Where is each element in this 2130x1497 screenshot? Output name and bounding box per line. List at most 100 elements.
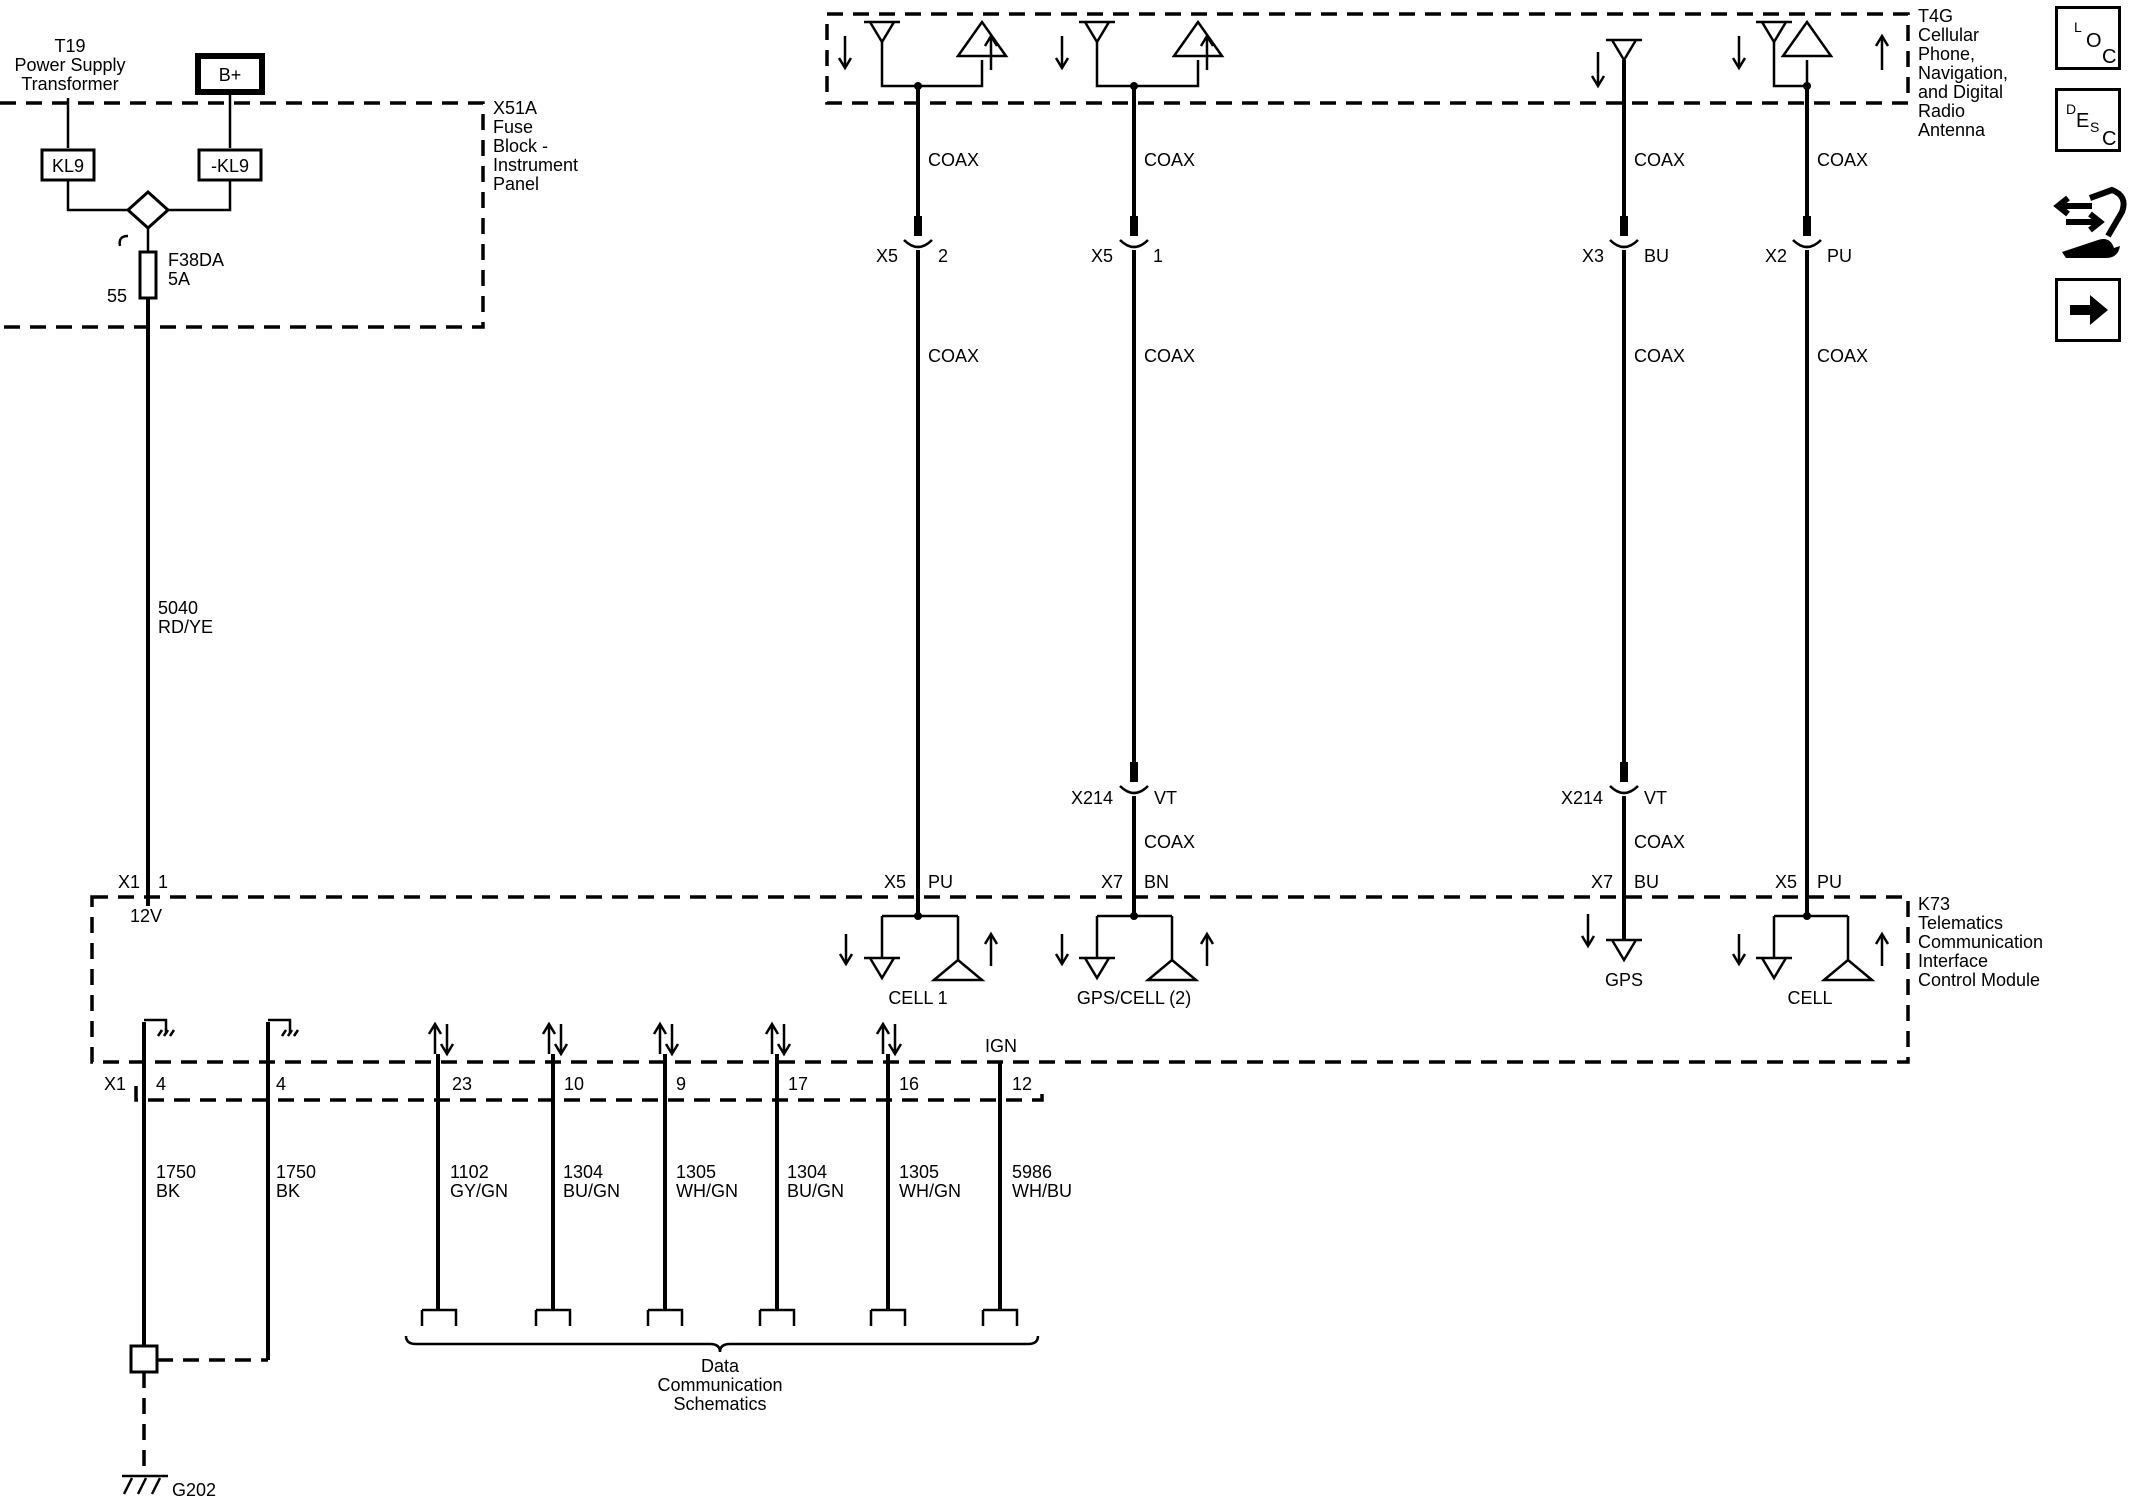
data-comm-link-1[interactable]: Data bbox=[701, 1356, 740, 1376]
data-pin-6: 12 bbox=[1012, 1074, 1032, 1094]
data-wire-5-color: WH/GN bbox=[899, 1181, 961, 1201]
transformer-label-3: Transformer bbox=[21, 74, 118, 94]
feed2-inline-conn: X214 bbox=[1071, 788, 1113, 808]
data-wire-1-color: GY/GN bbox=[450, 1181, 508, 1201]
coax-label-4b: COAX bbox=[1817, 346, 1868, 366]
power-voltage: 12V bbox=[130, 906, 162, 926]
loc-letter-l: L bbox=[2074, 19, 2082, 35]
data-comm-link-3[interactable]: Schematics bbox=[673, 1394, 766, 1414]
module-label-1: K73 bbox=[1918, 894, 1950, 914]
ign-label: IGN bbox=[985, 1036, 1017, 1056]
module-conn: X1 bbox=[104, 1074, 126, 1094]
ground2-pin: 4 bbox=[276, 1074, 286, 1094]
antenna-element-4 bbox=[1731, 19, 1890, 88]
data-comm-link-2[interactable]: Communication bbox=[657, 1375, 782, 1395]
feed3-conn-bottom: X7 bbox=[1591, 872, 1613, 892]
power-conn: X1 bbox=[118, 872, 140, 892]
module-label-2: Telematics bbox=[1918, 913, 2003, 933]
ground1-pin: 4 bbox=[156, 1074, 166, 1094]
data-wire-6-color: WH/BU bbox=[1012, 1181, 1072, 1201]
feed4-conn-top: X2 bbox=[1765, 246, 1787, 266]
gps-cell2-label: GPS/CELL (2) bbox=[1077, 988, 1191, 1008]
next-page-button[interactable] bbox=[2055, 278, 2121, 342]
fuse-block-label-3: Block - bbox=[493, 136, 548, 156]
ground-symbol-icon-1 bbox=[144, 1018, 176, 1037]
fuse-name: F38DA bbox=[168, 250, 224, 270]
antenna-label-7: Antenna bbox=[1918, 120, 1986, 140]
power-wire-color: RD/YE bbox=[158, 617, 213, 637]
fuse-block-outline bbox=[0, 101, 485, 329]
data-wire-4-number: 1304 bbox=[787, 1162, 827, 1182]
coax-feed-3 bbox=[1609, 60, 1639, 940]
coax-label-3b: COAX bbox=[1634, 346, 1685, 366]
desc-letter-e: E bbox=[2076, 110, 2090, 132]
coax-label-1b: COAX bbox=[928, 346, 979, 366]
feed3-inline-color: VT bbox=[1644, 788, 1667, 808]
data-wire-3-number: 1305 bbox=[676, 1162, 716, 1182]
connector-tools-icon[interactable] bbox=[2053, 186, 2127, 258]
feed2-conn-top: X5 bbox=[1091, 246, 1113, 266]
coax-label-2a: COAX bbox=[1144, 150, 1195, 170]
ground1-color: BK bbox=[156, 1181, 180, 1201]
kl9-box bbox=[40, 148, 96, 182]
fuse-rating: 5A bbox=[168, 269, 190, 289]
data-pin-3: 9 bbox=[676, 1074, 686, 1094]
antenna-label-4: Navigation, bbox=[1918, 63, 2008, 83]
kl9-neg-box bbox=[197, 148, 263, 182]
antenna-element-3 bbox=[1590, 38, 1642, 89]
feed4-conn-bottom: X5 bbox=[1775, 872, 1797, 892]
ground2-wire: 1750 bbox=[276, 1162, 316, 1182]
module-outline bbox=[90, 895, 1910, 1064]
fuse-arrow-icon bbox=[118, 234, 129, 247]
fuse-block-label-2: Fuse bbox=[493, 117, 533, 137]
fuse-symbol bbox=[138, 250, 158, 300]
data-arrows-icons bbox=[427, 1021, 903, 1057]
module-label-4: Interface bbox=[1918, 951, 1988, 971]
antenna-outline bbox=[825, 12, 1910, 105]
feed2-inline-color: VT bbox=[1154, 788, 1177, 808]
data-comm-brace bbox=[404, 1335, 1040, 1353]
feed2-pin-top: 1 bbox=[1153, 246, 1163, 266]
module-label-5: Control Module bbox=[1918, 970, 2040, 990]
transformer-label-2: Power Supply bbox=[14, 55, 125, 75]
splice-box bbox=[129, 1344, 159, 1374]
loc-letter-c: C bbox=[2102, 46, 2117, 68]
fuse-block-label-1: X51A bbox=[493, 98, 537, 118]
ground-point-label: G202 bbox=[172, 1480, 216, 1497]
diode-diamond bbox=[125, 189, 171, 231]
antenna-label-5: and Digital bbox=[1918, 82, 2003, 102]
cell1-receiver-icon bbox=[838, 914, 999, 982]
data-pin-5: 16 bbox=[899, 1074, 919, 1094]
gps-cell2-receiver-icon bbox=[1054, 914, 1215, 982]
power-pin: 1 bbox=[158, 872, 168, 892]
gps-receiver-icon bbox=[1580, 914, 1642, 963]
loc-letter-o: O bbox=[2086, 30, 2102, 52]
feed1-pin-top: 2 bbox=[938, 246, 948, 266]
feed2-color-bottom: BN bbox=[1144, 872, 1169, 892]
antenna-element-2 bbox=[1054, 19, 1225, 88]
antenna-element-1 bbox=[837, 19, 1009, 88]
data-wire-6-number: 5986 bbox=[1012, 1162, 1052, 1182]
feed1-conn-bottom: X5 bbox=[884, 872, 906, 892]
ground-g202-icon bbox=[122, 1474, 168, 1495]
coax-label-1a: COAX bbox=[928, 150, 979, 170]
data-pin-1: 23 bbox=[452, 1074, 472, 1094]
location-button[interactable]: L O C bbox=[2055, 6, 2121, 70]
data-wire-3-color: WH/GN bbox=[676, 1181, 738, 1201]
coax-label-2c: COAX bbox=[1144, 832, 1195, 852]
antenna-label-1: T4G bbox=[1918, 6, 1953, 26]
fuse-pin: 55 bbox=[107, 286, 127, 306]
feed3-conn-top: X3 bbox=[1582, 246, 1604, 266]
x1-connector-strip bbox=[134, 1086, 1044, 1102]
cell1-label: CELL 1 bbox=[888, 988, 947, 1008]
desc-letter-c: C bbox=[2102, 128, 2117, 150]
gps-label: GPS bbox=[1605, 970, 1643, 990]
data-wire-1-number: 1102 bbox=[450, 1162, 489, 1182]
transformer-label-1: T19 bbox=[54, 36, 85, 56]
feed4-pin-top: PU bbox=[1827, 246, 1852, 266]
feed4-color-bottom: PU bbox=[1817, 872, 1842, 892]
coax-feed-4 bbox=[1792, 82, 1822, 920]
feed1-conn-top: X5 bbox=[876, 246, 898, 266]
coax-label-4a: COAX bbox=[1817, 150, 1868, 170]
description-button[interactable]: D E S C bbox=[2055, 88, 2121, 152]
